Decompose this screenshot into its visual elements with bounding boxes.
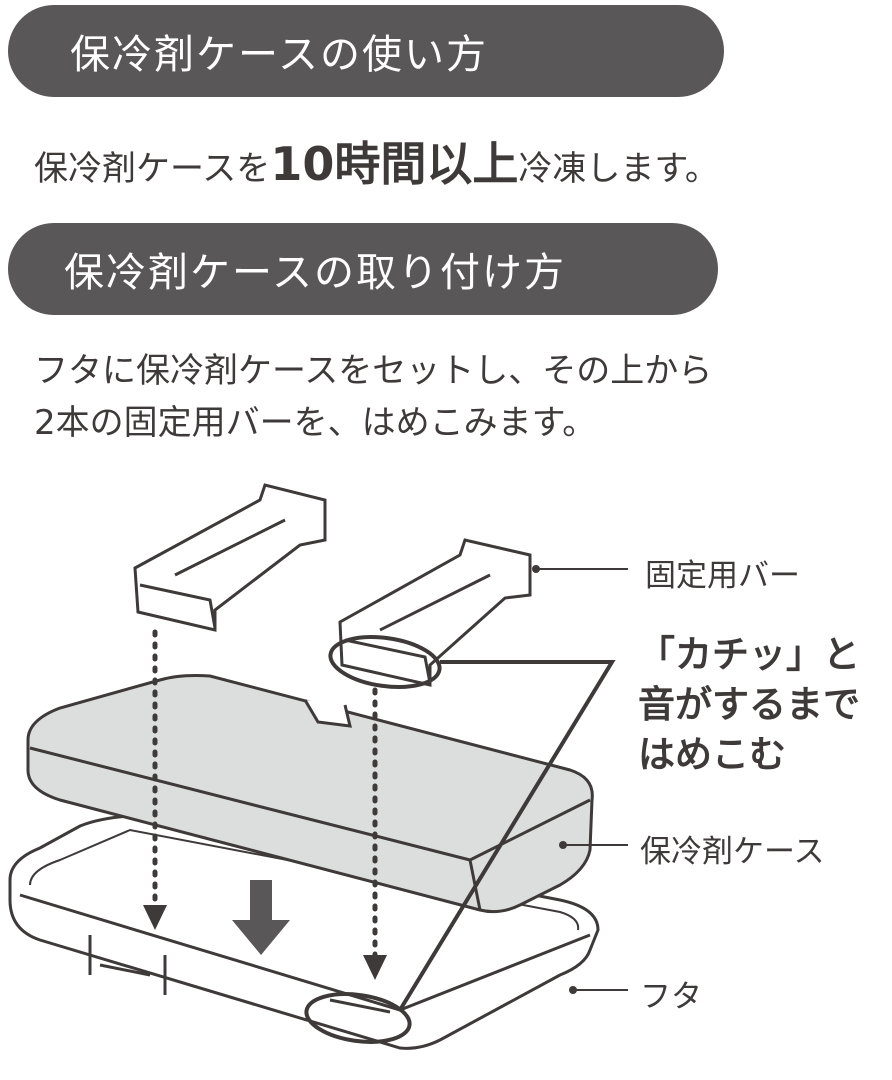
fixing-bar-right bbox=[338, 538, 532, 687]
label-fixing-bar: 固定用バー bbox=[645, 558, 800, 594]
install-line-1: フタに保冷剤ケースをセットし、その上から bbox=[34, 351, 713, 391]
install-line-2: 2本の固定用バーを、はめこみます。 bbox=[34, 403, 597, 443]
label-lid: フタ bbox=[640, 979, 702, 1015]
callout-line-2: 音がするまで bbox=[638, 683, 860, 726]
section-header-usage: 保冷剤ケースの使い方 bbox=[8, 5, 724, 97]
section-header-usage-title: 保冷剤ケースの使い方 bbox=[70, 32, 488, 78]
label-ice-pack-case: 保冷剤ケース bbox=[640, 834, 825, 870]
section-header-install-title: 保冷剤ケースの取り付け方 bbox=[64, 250, 566, 296]
callout-click-instruction: 「カチッ」と 音がするまで はめこむ bbox=[638, 630, 860, 780]
usage-text-emphasis: 10時間以上 bbox=[270, 137, 519, 191]
leader-lines bbox=[535, 568, 628, 991]
fixing-bar-left bbox=[133, 483, 327, 632]
arrowhead-left bbox=[143, 905, 167, 930]
usage-text-after: 冷凍します。 bbox=[518, 149, 719, 189]
usage-instruction: 保冷剤ケースを10時間以上冷凍します。 bbox=[34, 128, 719, 194]
callout-line-3: はめこむ bbox=[638, 733, 786, 776]
down-arrow-icon bbox=[232, 880, 290, 955]
callout-lines bbox=[304, 635, 616, 1044]
arrowhead-right bbox=[363, 955, 387, 980]
ice-pack-case-illustration bbox=[26, 674, 594, 914]
section-header-install: 保冷剤ケースの取り付け方 bbox=[8, 223, 718, 315]
usage-text-before: 保冷剤ケースを bbox=[34, 149, 271, 189]
callout-line-1: 「カチッ」と bbox=[638, 633, 860, 676]
